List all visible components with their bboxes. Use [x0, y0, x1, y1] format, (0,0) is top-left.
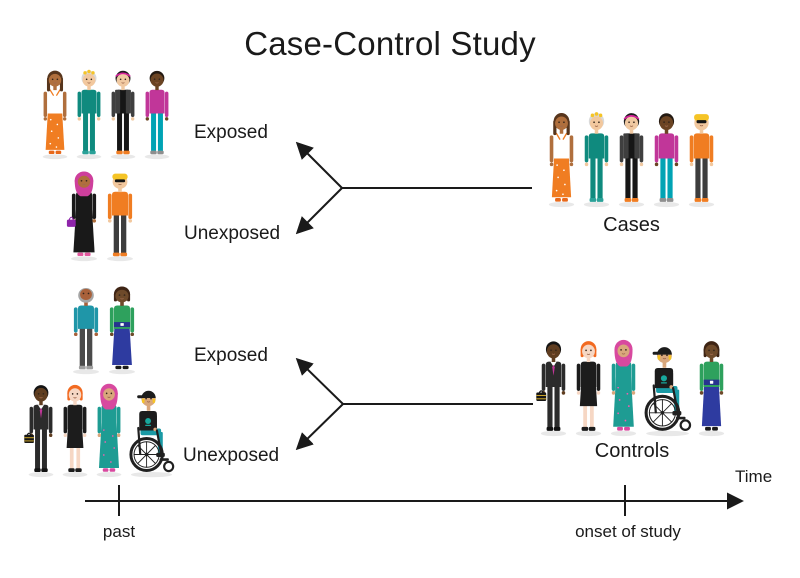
person-dark-jacket-person: [618, 113, 645, 208]
group-bottom-exposed-people: [68, 280, 140, 375]
label-time-axis: Time: [735, 467, 773, 486]
group-cases-people: [544, 106, 719, 208]
person-suit-man: [24, 385, 54, 478]
group-top-unexposed-people: [66, 166, 138, 262]
person-teal-hijab-woman: [610, 339, 637, 437]
person-suit-man: [536, 341, 567, 437]
label-onset-tick: onset of study: [575, 522, 681, 541]
label-exposed-bottom: Exposed: [194, 345, 268, 366]
person-magenta-top-woman: [144, 70, 170, 160]
label-unexposed-top: Unexposed: [184, 223, 281, 244]
group-controls-people: [536, 334, 729, 437]
label-cases: Cases: [603, 214, 660, 236]
person-curlers-elder: [76, 69, 102, 160]
person-grey-beard-man: [73, 287, 99, 375]
person-orange-shirt-man: [107, 173, 133, 262]
label-unexposed-bottom: Unexposed: [183, 445, 280, 466]
person-orange-shirt-man: [688, 114, 715, 208]
person-orange-skirt-woman: [42, 70, 68, 160]
person-dark-jacket-person: [110, 70, 136, 160]
label-past-tick: past: [102, 522, 136, 541]
group-top-exposed-people: [38, 64, 174, 160]
group-bottom-unexposed-people: [24, 378, 177, 478]
person-curlers-elder: [583, 112, 610, 208]
label-controls: Controls: [594, 440, 670, 462]
person-teal-hijab-woman: [96, 383, 122, 478]
person-green-top-woman: [109, 286, 135, 375]
timeline-axis: [85, 485, 744, 516]
person-pink-hijab-woman: [66, 171, 97, 262]
bottom-branch-arrows: [295, 357, 533, 451]
person-green-top-woman: [698, 341, 725, 437]
person-wheelchair-man: [129, 390, 175, 478]
diagram-title: Case-Control Study: [244, 25, 536, 62]
person-orange-skirt-woman: [548, 113, 575, 208]
top-exposed-arrow: [295, 141, 343, 189]
top-unexposed-arrow: [295, 187, 343, 235]
bottom-unexposed-arrow: [295, 403, 344, 451]
person-redhead-woman: [575, 341, 602, 437]
label-exposed-top: Exposed: [194, 122, 268, 143]
person-wheelchair-man: [644, 347, 692, 437]
person-redhead-woman: [62, 384, 88, 478]
bottom-exposed-arrow: [295, 357, 344, 405]
person-magenta-top-woman: [653, 113, 680, 208]
top-branch-arrows: [295, 141, 532, 235]
